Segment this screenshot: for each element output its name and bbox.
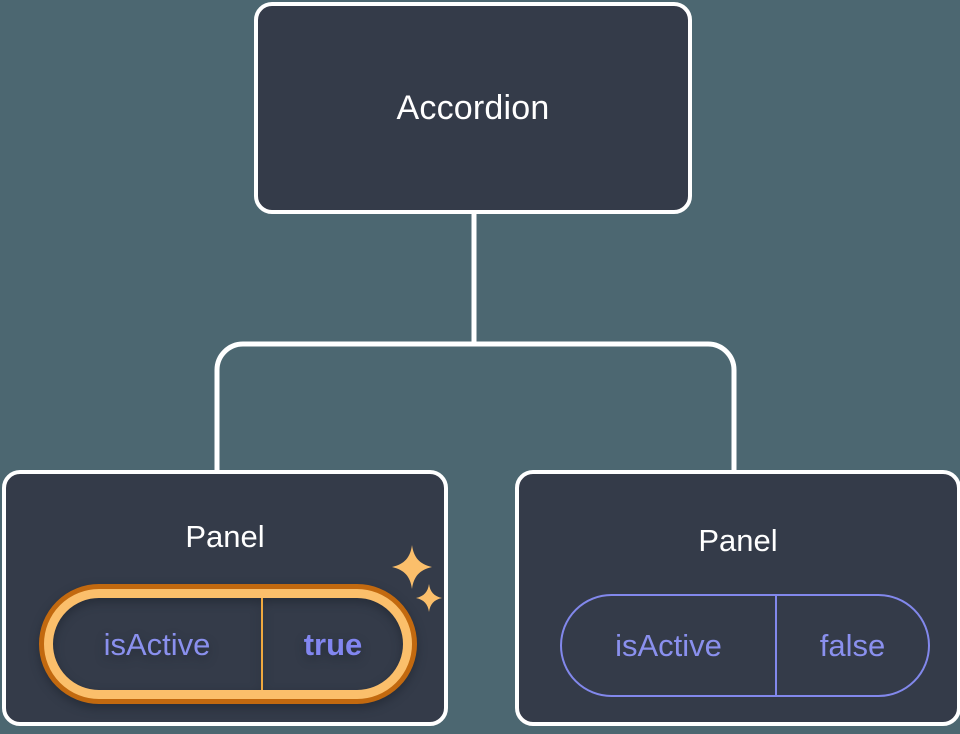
- prop-pill-outer-ring: [39, 584, 417, 704]
- prop-key-right: isActive: [562, 596, 777, 695]
- prop-key-left: isActive: [53, 598, 263, 690]
- prop-value-left: true: [303, 626, 363, 662]
- sparkle-small-icon: [416, 584, 442, 612]
- node-accordion[interactable]: Accordion: [254, 2, 692, 214]
- node-panel-right[interactable]: Panel isActive false: [515, 470, 960, 726]
- sparkle-large-icon: [392, 545, 432, 589]
- prop-value-right: false: [819, 628, 886, 663]
- connector-branch-left: [214, 341, 474, 472]
- prop-pill-is-active-true[interactable]: isActive true: [39, 584, 417, 704]
- node-accordion-label: Accordion: [396, 89, 550, 127]
- prop-pill-is-active-false[interactable]: isActive false: [560, 594, 930, 697]
- connector-branch-right: [474, 341, 737, 472]
- prop-pill-inner-ring: isActive true: [44, 589, 412, 699]
- node-panel-right-label: Panel: [698, 523, 778, 558]
- node-panel-left-label: Panel: [185, 519, 265, 554]
- node-panel-left[interactable]: Panel isActive true: [2, 470, 448, 726]
